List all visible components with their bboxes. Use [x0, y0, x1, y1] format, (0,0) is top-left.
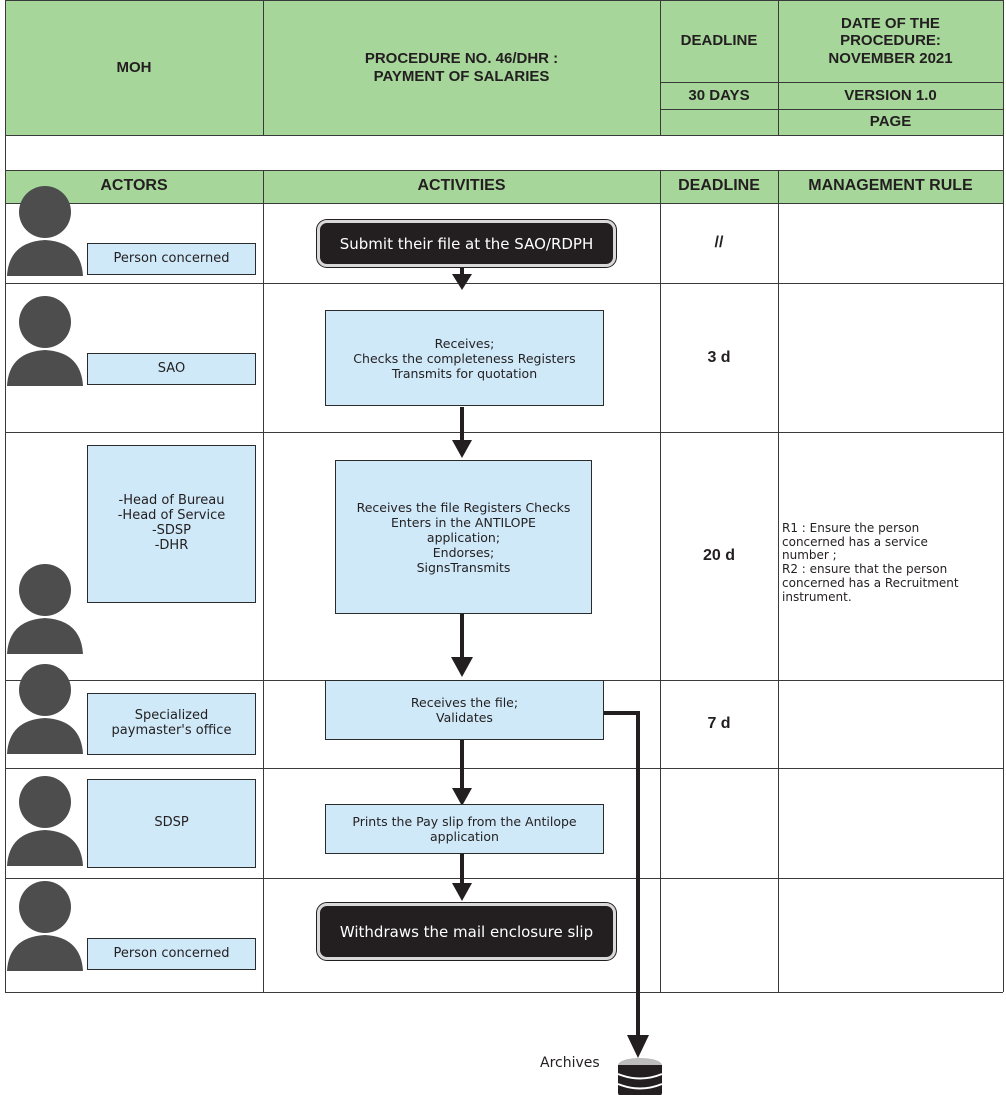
header-deadline-value: 30 DAYS	[688, 86, 750, 104]
activity-box: Receives; Checks the completeness Regist…	[325, 310, 604, 406]
header-procedure-title: PROCEDURE NO. 46/DHR : PAYMENT OF SALARI…	[263, 0, 660, 135]
header-band	[5, 0, 1003, 135]
actor-label: Person concerned	[87, 938, 256, 970]
row-deadline: 7 d	[707, 715, 731, 732]
activity-start: Submit their file at the SAO/RDPH	[317, 220, 616, 267]
column-header-band	[5, 170, 1003, 203]
header-org: MOH	[5, 0, 263, 135]
row-deadline: //	[714, 234, 724, 251]
org-name: MOH	[116, 58, 152, 76]
col-actors: ACTORS	[100, 177, 168, 195]
person-icon	[7, 186, 83, 276]
col-deadline: DEADLINE	[678, 177, 760, 195]
database-icon	[617, 1058, 663, 1095]
person-icon	[7, 881, 83, 971]
header-page: PAGE	[869, 113, 912, 131]
person-icon	[7, 296, 83, 386]
header-version: VERSION 1.0	[844, 86, 937, 104]
actor-label: SAO	[87, 353, 256, 385]
procedure-title: PROCEDURE NO. 46/DHR : PAYMENT OF SALARI…	[364, 50, 559, 85]
actor-label: Specialized paymaster's office	[87, 693, 256, 755]
activity-box: Receives the file Registers Checks Enter…	[335, 460, 592, 614]
header-date: DATE OF THE PROCEDURE: NOVEMBER 2021	[828, 15, 953, 67]
person-icon	[7, 776, 83, 866]
actor-label: -Head of Bureau -Head of Service -SDSP -…	[87, 445, 256, 603]
actor-label: Person concerned	[87, 243, 256, 275]
header-deadline-label: DEADLINE	[680, 32, 758, 50]
person-icon	[7, 664, 83, 754]
col-activities: ACTIVITIES	[417, 177, 506, 195]
activity-box: Receives the file; Validates	[325, 680, 604, 740]
archives-label: Archives	[540, 1055, 600, 1071]
activity-end: Withdraws the mail enclosure slip	[317, 903, 616, 960]
actor-label: SDSP	[87, 779, 256, 868]
management-rule-text: R1 : Ensure the person concerned has a s…	[782, 520, 959, 604]
row-deadline: 20 d	[702, 547, 735, 564]
col-management-rule: MANAGEMENT RULE	[808, 177, 973, 195]
person-icon	[7, 564, 83, 654]
row-deadline: 3 d	[707, 348, 731, 366]
activity-box: Prints the Pay slip from the Antilope ap…	[325, 804, 604, 854]
